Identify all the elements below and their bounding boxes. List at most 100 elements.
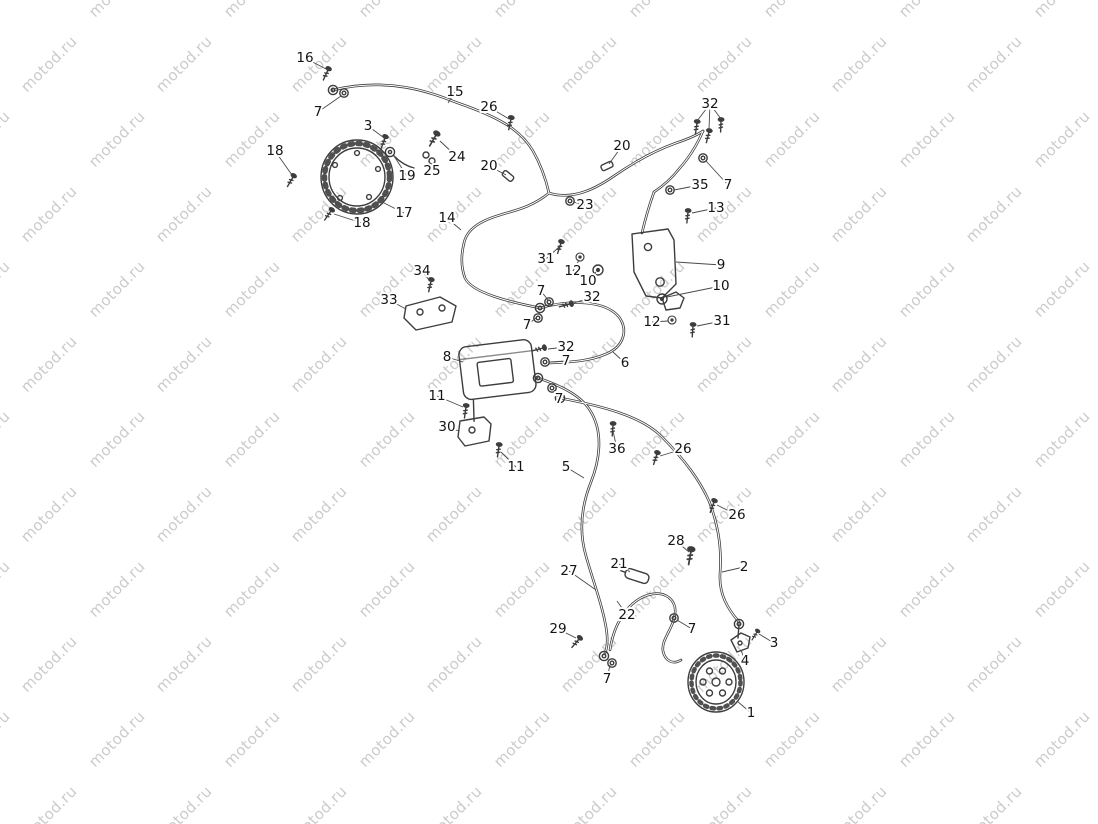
callout-leader-line [547, 346, 567, 350]
callout-7: 7 [724, 177, 733, 193]
watermark-text: motod.ru [557, 782, 621, 824]
diagram-art [283, 64, 762, 713]
callout-leader-line [488, 106, 510, 120]
watermark-text: motod.ru [827, 632, 891, 696]
watermark-text: motod.ru [760, 0, 824, 21]
callout-2: 2 [740, 559, 749, 575]
callout-6: 6 [621, 355, 630, 371]
watermark-text: motod.ru [962, 332, 1026, 396]
callout-leader-line [666, 285, 722, 298]
callout-leader-line [540, 290, 549, 301]
watermark-text: motod.ru [355, 707, 419, 771]
watermark-text: motod.ru [895, 0, 959, 21]
callout-13: 13 [707, 200, 724, 216]
callout-31: 31 [713, 313, 730, 329]
callout-leader-line [606, 664, 611, 680]
hose-guide-cylinder [620, 567, 650, 585]
watermark-text: motod.ru [1030, 107, 1094, 171]
callout-4: 4 [741, 653, 750, 669]
watermark-text: motod.ru [692, 32, 756, 96]
watermark-text: motod.ru [17, 632, 81, 696]
watermark-text: motod.ru [895, 407, 959, 471]
callout-7: 7 [523, 317, 532, 333]
watermark-text: motod.ru [760, 257, 824, 321]
callout-14: 14 [438, 210, 455, 226]
watermark-text: motod.ru [355, 0, 419, 21]
callout-7: 7 [314, 104, 323, 120]
callout-leader-line [428, 159, 433, 172]
watermark-text: motod.ru [287, 482, 351, 546]
callout-19: 19 [398, 168, 415, 184]
callout-leader-line [736, 700, 752, 714]
callout-16: 16 [296, 50, 313, 66]
watermark-text: motod.ru [760, 557, 824, 621]
watermark-text: motod.ru [760, 707, 824, 771]
abs-tone-ring-front [320, 139, 394, 215]
callout-leader-line [447, 91, 456, 104]
main-bracket [631, 228, 685, 311]
callout-leader-line [691, 207, 717, 214]
bolt-icon [608, 420, 618, 437]
callout-leader-line [740, 649, 746, 662]
callout-26: 26 [674, 441, 691, 457]
callout-7: 7 [537, 283, 546, 299]
watermark-text: motod.ru [0, 257, 14, 321]
watermark-text: motod.ru [625, 707, 689, 771]
watermark-text: motod.ru [895, 107, 959, 171]
watermark-text: motod.ru [152, 632, 216, 696]
pipe-union-icon [600, 160, 614, 172]
callout-leader-line [572, 201, 586, 206]
callout-22: 22 [618, 607, 635, 623]
watermark-text: motod.ru [490, 107, 554, 171]
callout-18: 18 [266, 143, 283, 159]
speed-sensor-front [384, 146, 415, 169]
callout-1: 1 [747, 705, 756, 721]
callout-30: 30 [438, 419, 455, 435]
callout-7: 7 [688, 621, 697, 637]
watermark-text: motod.ru [895, 557, 959, 621]
callout-20: 20 [613, 138, 630, 154]
callout-leader-line [616, 600, 628, 616]
callout-32: 32 [701, 96, 718, 112]
bolt-icon [460, 401, 471, 420]
callout-leader-line [587, 271, 597, 282]
watermark-text: motod.ru [17, 182, 81, 246]
clamp-icon [533, 313, 543, 323]
callout-leader-line [553, 389, 560, 400]
watermark-text: motod.ru [287, 782, 351, 824]
watermark-text: motod.ru [760, 407, 824, 471]
clamp-icon [565, 196, 575, 206]
callout-leader-line [446, 356, 464, 363]
callout-15: 15 [446, 84, 463, 100]
callout-leader-line [612, 430, 618, 450]
watermark-text: motod.ru [625, 257, 689, 321]
watermark-text: motod.ru [85, 0, 149, 21]
watermark-text: motod.ru [827, 482, 891, 546]
watermark-text: motod.ru [17, 482, 81, 546]
watermark-text: motod.ru [85, 407, 149, 471]
watermark-text: motod.ru [962, 32, 1026, 96]
bolt-icon [702, 126, 714, 145]
callout-11: 11 [428, 388, 445, 404]
callout-leader-line [367, 125, 384, 138]
callout-leader-line [500, 451, 517, 468]
watermark-text: motod.ru [827, 182, 891, 246]
callout-11: 11 [507, 459, 524, 475]
abs-modulator-unit [458, 339, 537, 422]
callout-leader-line [618, 563, 631, 573]
callout-10: 10 [579, 273, 596, 289]
callout-23: 23 [576, 197, 593, 213]
bolt-icon [682, 207, 693, 224]
grommet-icon [575, 252, 585, 262]
watermark-text: motod.ru [152, 482, 216, 546]
watermark-text: motod.ru [490, 0, 554, 21]
callout-leader-line [557, 628, 577, 639]
callout-leader-line [446, 217, 462, 231]
watermark-text: motod.ru [422, 632, 486, 696]
callout-leader-line [446, 426, 460, 432]
callout-3: 3 [770, 635, 779, 651]
watermark-text: motod.ru [220, 557, 284, 621]
clamp-icon [698, 153, 708, 163]
